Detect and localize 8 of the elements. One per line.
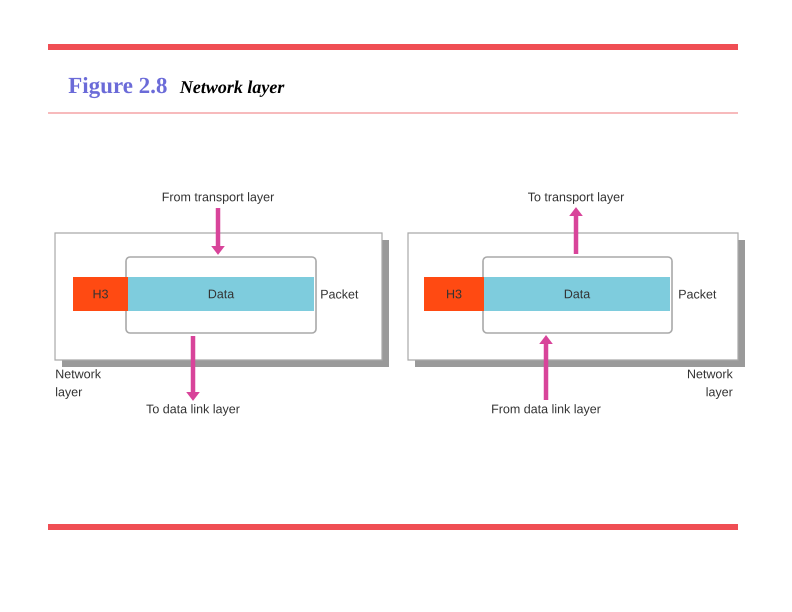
flow-label: To data link layer	[146, 404, 240, 416]
layer-label: Network layer	[56, 369, 102, 399]
flow-label: From data link layer	[492, 404, 601, 416]
flow-label: From transport layer	[162, 192, 274, 204]
figure-title: Figure 2.8	[68, 77, 167, 98]
layer-label: Network layer	[688, 369, 733, 399]
figure-caption: Network layer	[180, 80, 284, 97]
flow-label: To transport layer	[528, 192, 624, 204]
